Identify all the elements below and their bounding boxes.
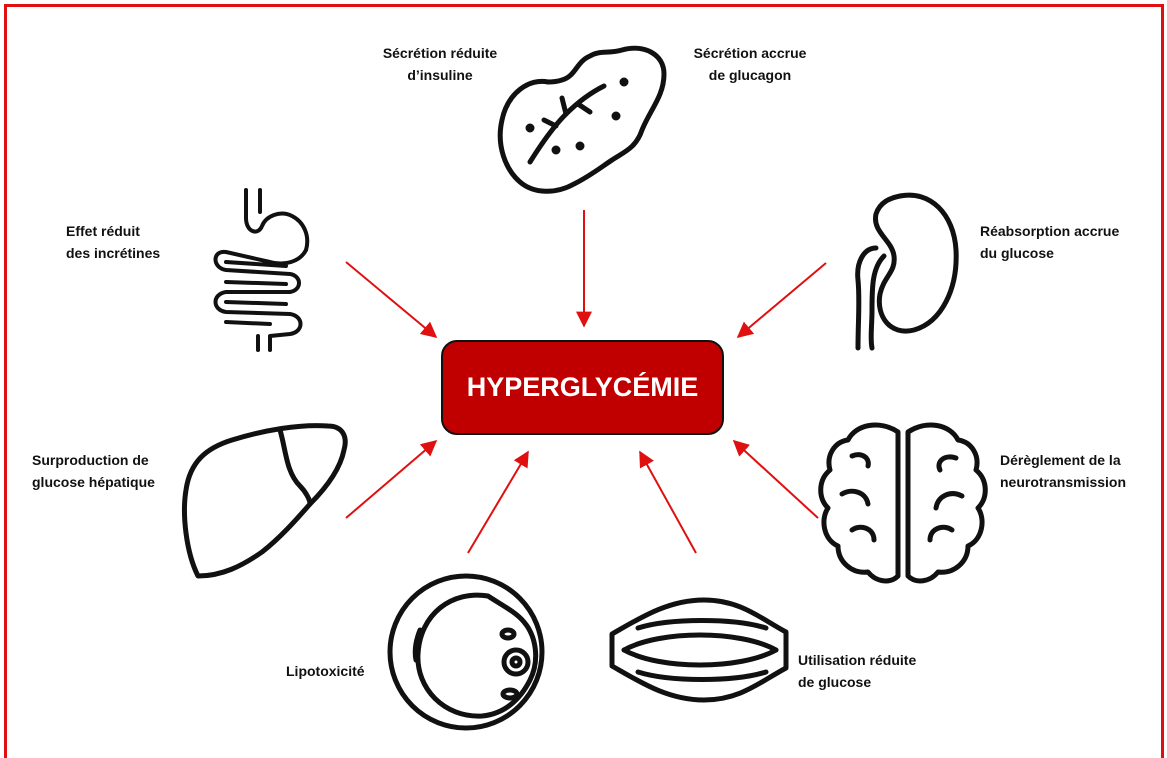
label-kidney: Réabsorption accrue du glucose: [980, 220, 1150, 264]
label-lipotoxicity: Lipotoxicité: [286, 660, 396, 682]
hyperglycemia-label: HYPERGLYCÉMIE: [467, 372, 699, 403]
label-muscle: Utilisation réduite de glucose: [798, 649, 958, 693]
fat-cell-icon: [390, 576, 542, 728]
label-glucagon: Sécrétion accrue de glucagon: [670, 42, 830, 86]
arrow-kidney: [738, 263, 826, 337]
stomach-intestine-icon: [216, 190, 308, 350]
brain-icon: [821, 425, 986, 581]
arrow-incretins: [346, 262, 436, 337]
muscle-icon: [612, 600, 786, 700]
label-insulin: Sécrétion réduite d’insuline: [355, 42, 525, 86]
arrow-muscle: [640, 452, 696, 553]
arrow-brain: [734, 441, 818, 518]
arrow-lipotoxicity: [468, 452, 528, 553]
kidney-icon: [858, 195, 956, 348]
label-brain: Dérèglement de la neurotransmission: [1000, 449, 1160, 493]
label-liver: Surproduction de glucose hépatique: [32, 449, 192, 493]
hyperglycemia-box: HYPERGLYCÉMIE: [441, 340, 724, 435]
label-incretins: Effet réduit des incrétines: [66, 220, 206, 264]
arrow-liver: [346, 441, 436, 518]
liver-icon: [185, 426, 346, 576]
